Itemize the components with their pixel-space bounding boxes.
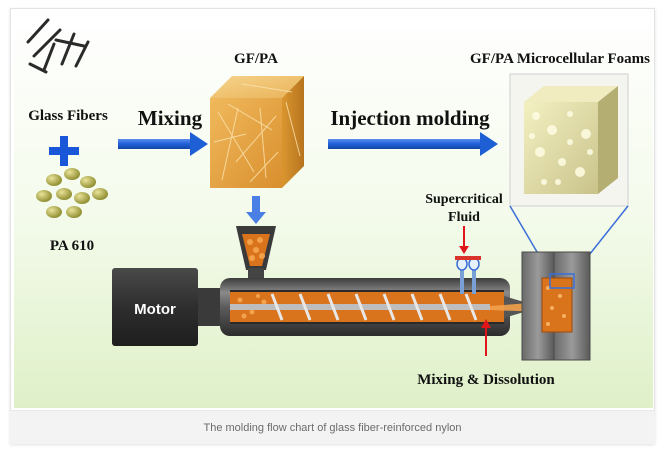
dissolution-arrow-icon (481, 319, 491, 356)
supercritical-label-line2: Fluid (448, 210, 480, 225)
plus-icon (49, 136, 79, 166)
glass-fibers-icon (26, 18, 90, 74)
hopper-feed-arrow-icon (246, 196, 266, 224)
gas-valve-icon (455, 256, 481, 294)
motor-label: Motor (134, 301, 176, 318)
injection-arrow-icon (328, 132, 498, 156)
pa-pellets-icon (36, 168, 108, 218)
gfpa-label: GF/PA (234, 51, 278, 67)
mixing-label: Mixing (138, 106, 203, 130)
glass-fibers-label: Glass Fibers (28, 108, 108, 124)
pa-label: PA 610 (50, 238, 94, 254)
foams-label: GF/PA Microcellular Foams (470, 51, 650, 67)
caption-bar: The molding flow chart of glass fiber-re… (10, 410, 655, 444)
gfpa-cube-icon (210, 76, 304, 188)
foam-cube-icon (509, 73, 629, 207)
figure-caption: The molding flow chart of glass fiber-re… (203, 421, 462, 434)
motor-icon (112, 268, 220, 346)
process-diagram: Glass Fibers PA 610 Mixing GF/PA (14, 12, 653, 408)
mold-icon (521, 251, 591, 361)
mixing-arrow-icon (118, 132, 208, 156)
injection-molding-label: Injection molding (330, 106, 490, 130)
hopper-icon (236, 226, 276, 286)
supercritical-label-line1: Supercritical (425, 192, 503, 207)
mixing-dissolution-label: Mixing & Dissolution (417, 372, 555, 388)
supercritical-arrow-icon (459, 226, 469, 254)
barrel-icon (220, 278, 544, 336)
